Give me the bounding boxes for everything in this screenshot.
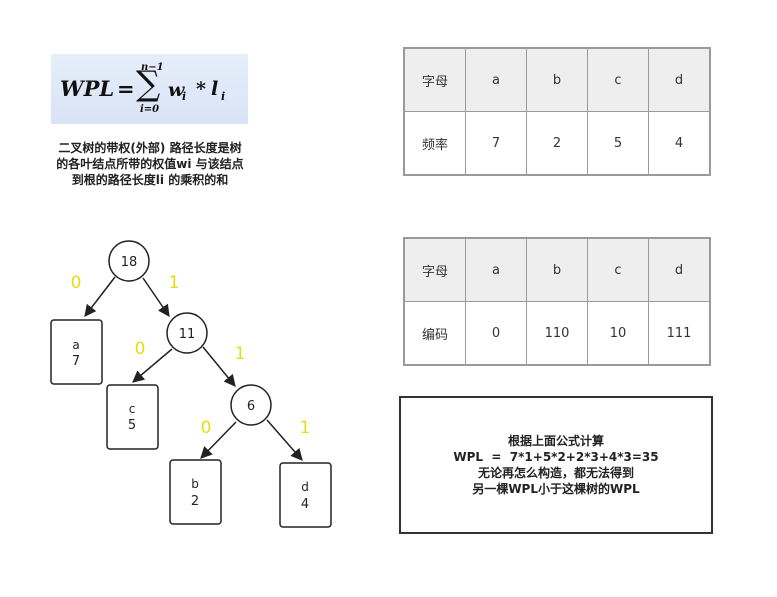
edge-label: 0 [71, 273, 82, 293]
table-cell: a [465, 237, 527, 302]
calculation-line: 另一棵WPL小于这棵树的WPL [472, 482, 640, 496]
code-table: 字母 a b c d 编码 0 110 10 111 [403, 237, 711, 366]
leaf-letter: b [191, 477, 199, 491]
leaf-weight: 4 [301, 497, 309, 512]
huffman-tree: 0 1 0 1 0 1 18 11 6 a 7 c 5 b 2 d 4 [50, 240, 332, 528]
description-line: 到根的路径长度li 的乘积的和 [71, 173, 229, 187]
edge-label: 1 [169, 273, 180, 293]
frequency-table: 字母 a b c d 频率 7 2 5 4 [403, 47, 711, 176]
formula-l: l [211, 78, 219, 100]
leaf-node-a [50, 319, 103, 385]
table-header-row: 字母 a b c d [403, 47, 711, 112]
table-cell: 10 [587, 301, 649, 366]
table-cell: a [465, 47, 527, 112]
formula-sum-lower: i=0 [140, 104, 160, 115]
table-cell: 频率 [403, 111, 466, 176]
table-header-row: 字母 a b c d [403, 237, 711, 302]
node-value: 18 [121, 255, 138, 270]
tree-edge [132, 348, 173, 383]
tree-node-6 [230, 384, 272, 426]
tree-edge [200, 421, 237, 459]
table-cell: b [526, 47, 588, 112]
table-row: 编码 0 110 10 111 [403, 301, 711, 366]
table-cell: 字母 [403, 47, 466, 112]
table-cell: 0 [465, 301, 527, 366]
formula-l-sub: i [221, 90, 226, 103]
node-value: 11 [179, 327, 196, 342]
formula-equals: = [117, 76, 135, 101]
leaf-letter: c [129, 402, 136, 416]
node-value: 6 [247, 399, 255, 414]
leaf-node-b [169, 459, 222, 525]
table-cell: 4 [648, 111, 711, 176]
table-cell: d [648, 47, 711, 112]
edge-label: 0 [201, 418, 212, 438]
calculation-line: WPL = 7*1+5*2+2*3+4*3=35 [453, 450, 659, 464]
table-cell: d [648, 237, 711, 302]
formula-w-sub: i [182, 90, 187, 103]
calculation-box: 根据上面公式计算 WPL = 7*1+5*2+2*3+4*3=35 无论再怎么构… [399, 396, 713, 534]
table-cell: 5 [587, 111, 649, 176]
formula-lhs: WPL [60, 76, 115, 101]
tree-edge [266, 419, 303, 461]
leaf-node-c [106, 384, 159, 450]
formula-times: * [196, 78, 206, 100]
leaf-node-d [279, 462, 332, 528]
wpl-description: 二叉树的带权(外部) 路径长度是树 的各叶结点所带的权值wi 与该结点 到根的路… [44, 140, 256, 188]
edge-label: 0 [135, 339, 146, 359]
table-row: 频率 7 2 5 4 [403, 111, 711, 176]
calculation-line: 无论再怎么构造，都无法得到 [477, 466, 634, 480]
table-cell: c [587, 237, 649, 302]
tree-node-11 [166, 312, 208, 354]
sigma-icon: ∑ [136, 64, 161, 104]
wpl-formula: WPL = n−1 ∑ i=0 w i * l i [51, 54, 248, 124]
table-cell: 2 [526, 111, 588, 176]
leaf-weight: 2 [191, 494, 199, 509]
tree-edge [202, 346, 236, 387]
description-line: 二叉树的带权(外部) 路径长度是树 [58, 141, 242, 155]
tree-edge [84, 276, 116, 317]
tree-node-18 [108, 240, 150, 282]
tree-edge [142, 277, 170, 317]
calculation-line: 根据上面公式计算 [507, 434, 604, 448]
description-line: 的各叶结点所带的权值wi 与该结点 [56, 157, 244, 171]
table-cell: b [526, 237, 588, 302]
leaf-letter: a [72, 338, 79, 352]
formula-sum-upper: n−1 [141, 62, 164, 73]
table-cell: 字母 [403, 237, 466, 302]
leaf-weight: 7 [72, 354, 80, 369]
table-cell: 编码 [403, 301, 466, 366]
table-cell: c [587, 47, 649, 112]
table-cell: 111 [648, 301, 711, 366]
leaf-letter: d [301, 480, 309, 494]
leaf-weight: 5 [128, 418, 136, 433]
edge-label: 1 [235, 344, 246, 364]
table-cell: 7 [465, 111, 527, 176]
edge-label: 1 [300, 418, 311, 438]
formula-w: w [168, 79, 185, 101]
table-cell: 110 [526, 301, 588, 366]
